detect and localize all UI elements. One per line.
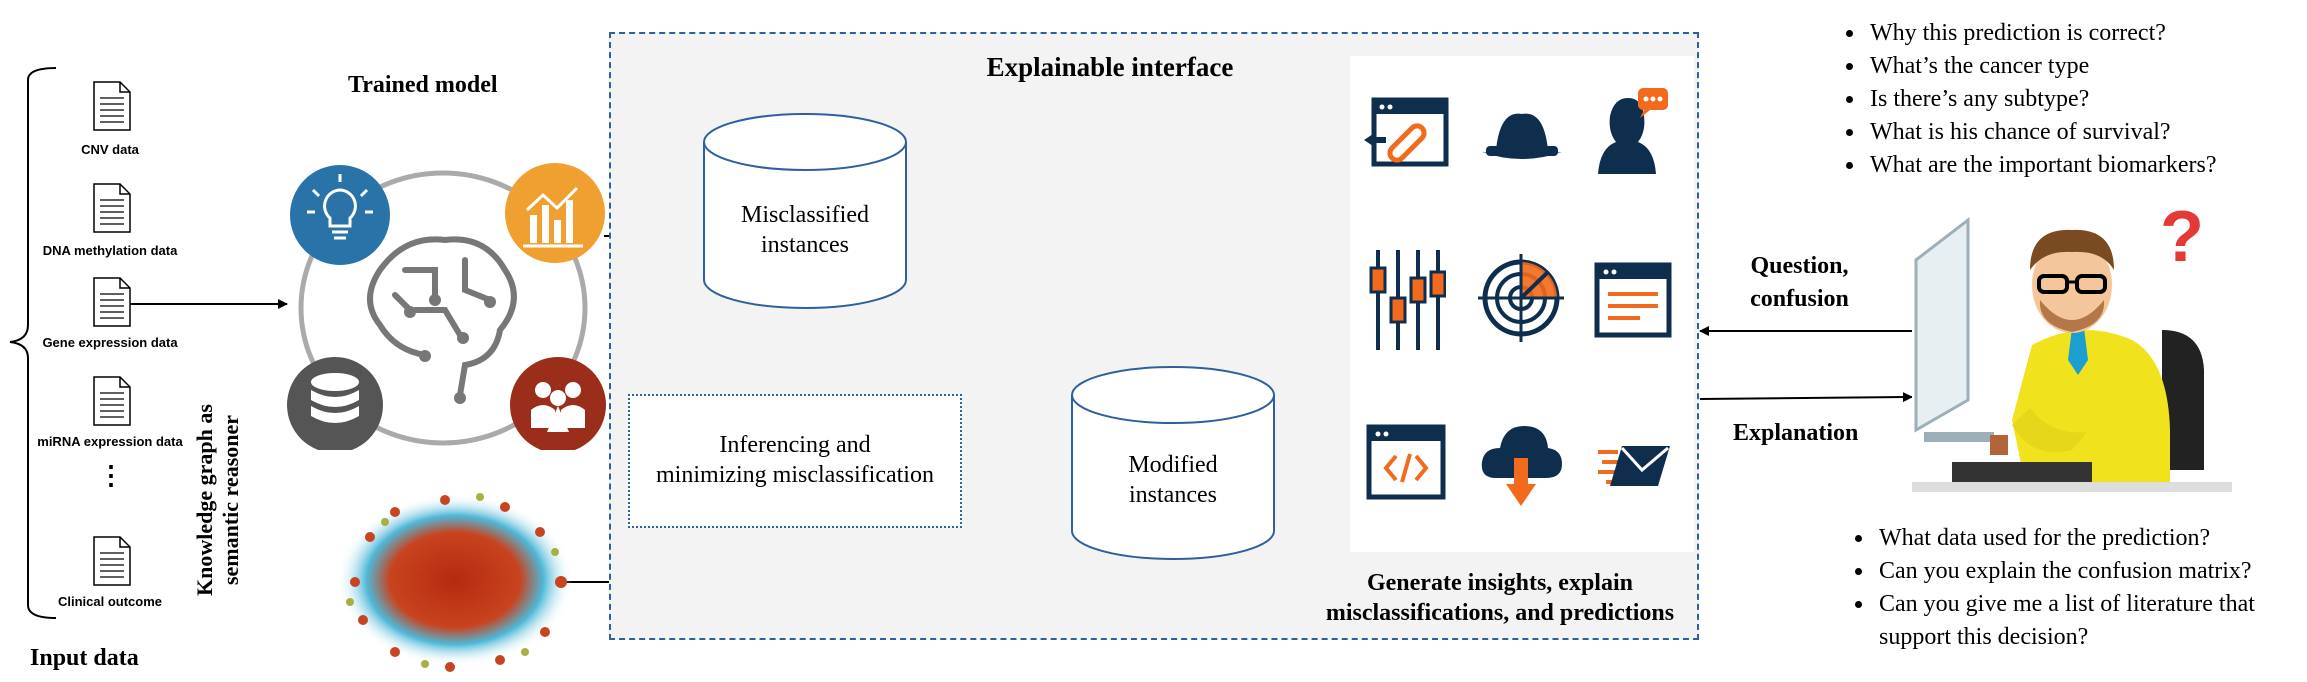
fast-mail-icon bbox=[1598, 446, 1670, 486]
explanation-label: Explanation bbox=[1733, 420, 1859, 446]
misclassified-label-line1: Misclassified bbox=[741, 202, 869, 228]
document-icon bbox=[93, 277, 131, 327]
browser-link-icon bbox=[1364, 97, 1449, 167]
cloud-download-icon bbox=[1481, 426, 1562, 506]
inferencing-box bbox=[628, 394, 962, 528]
modified-label: Modified instances bbox=[1070, 450, 1276, 510]
input-ellipsis: ⋮ bbox=[98, 460, 124, 490]
knowledge-graph-label-line1: Knowledge graph as bbox=[192, 404, 217, 596]
people-icon bbox=[510, 357, 606, 450]
hat-icon bbox=[1482, 113, 1562, 159]
document-icon bbox=[93, 536, 131, 586]
code-window-icon bbox=[1366, 424, 1446, 500]
question-mark: ? bbox=[2160, 197, 2204, 277]
modified-label-line1: Modified bbox=[1128, 452, 1218, 478]
question-item: What’s the cancer type bbox=[1866, 50, 2217, 83]
browser-text-icon bbox=[1594, 262, 1672, 338]
knowledge-graph-label-line2: semantic reasoner bbox=[218, 414, 243, 586]
modified-cylinder bbox=[1071, 366, 1275, 560]
input-item-cnv: CNV data bbox=[81, 142, 139, 157]
question-label-line2: confusion bbox=[1750, 286, 1849, 312]
document-icon bbox=[93, 81, 131, 131]
inferencing-label: Inferencing and minimizing misclassifica… bbox=[628, 430, 962, 490]
question-item: Is there’s any subtype? bbox=[1866, 83, 2217, 116]
trained-model-graphic bbox=[287, 163, 606, 450]
input-item-mirna-expression: miRNA expression data bbox=[37, 434, 183, 449]
explainable-interface-title: Explainable interface bbox=[986, 52, 1234, 82]
user-chat-icon bbox=[1598, 88, 1668, 174]
confused-user-icon bbox=[1912, 200, 2232, 492]
insights-caption-line2: misclassifications, and predictions bbox=[1325, 600, 1675, 626]
questions-bottom-list: What data used for the prediction? Can y… bbox=[1835, 522, 2307, 654]
knowledge-graph-label: Knowledge graph as semantic reasoner bbox=[192, 350, 244, 650]
misclassified-cylinder bbox=[703, 113, 907, 309]
inferencing-label-line2: minimizing misclassification bbox=[656, 462, 934, 488]
insights-caption: Generate insights, explain misclassifica… bbox=[1300, 568, 1700, 628]
lightbulb-icon bbox=[290, 165, 390, 265]
modified-label-line2: instances bbox=[1129, 482, 1217, 508]
input-brace bbox=[9, 67, 57, 619]
questions-top-list: Why this prediction is correct? What’s t… bbox=[1826, 17, 2217, 182]
document-icon bbox=[93, 376, 131, 426]
misclassified-label: Misclassified instances bbox=[702, 200, 908, 260]
bar-chart-icon bbox=[505, 163, 605, 263]
question-item: Can you give me a list of literature tha… bbox=[1875, 588, 2307, 654]
question-item: What data used for the prediction? bbox=[1875, 522, 2307, 555]
sliders-icon bbox=[1369, 250, 1446, 350]
arrow-insights-to-user bbox=[1699, 392, 1913, 403]
database-icon bbox=[287, 357, 383, 450]
document-icon bbox=[93, 183, 131, 233]
brain-circuit-icon bbox=[367, 236, 517, 398]
input-item-dna-methylation: DNA methylation data bbox=[42, 243, 178, 258]
question-item: Why this prediction is correct? bbox=[1866, 17, 2217, 50]
insights-caption-line1: Generate insights, explain bbox=[1366, 570, 1633, 596]
input-data-title: Input data bbox=[30, 645, 139, 671]
question-item: What is his chance of survival? bbox=[1866, 116, 2217, 149]
radar-target-icon bbox=[1478, 254, 1564, 342]
network-graph-icon bbox=[337, 493, 573, 672]
trained-model-title: Trained model bbox=[348, 72, 498, 98]
question-label-line1: Question, bbox=[1750, 253, 1849, 279]
question-label: Question, confusion bbox=[1712, 250, 1887, 316]
input-item-gene-expression: Gene expression data bbox=[42, 335, 178, 350]
question-item: Can you explain the confusion matrix? bbox=[1875, 555, 2307, 588]
misclassified-label-line2: instances bbox=[761, 232, 849, 258]
question-item: What are the important biomarkers? bbox=[1866, 149, 2217, 182]
input-item-clinical-outcome: Clinical outcome bbox=[57, 594, 163, 609]
inferencing-label-line1: Inferencing and bbox=[719, 432, 871, 458]
